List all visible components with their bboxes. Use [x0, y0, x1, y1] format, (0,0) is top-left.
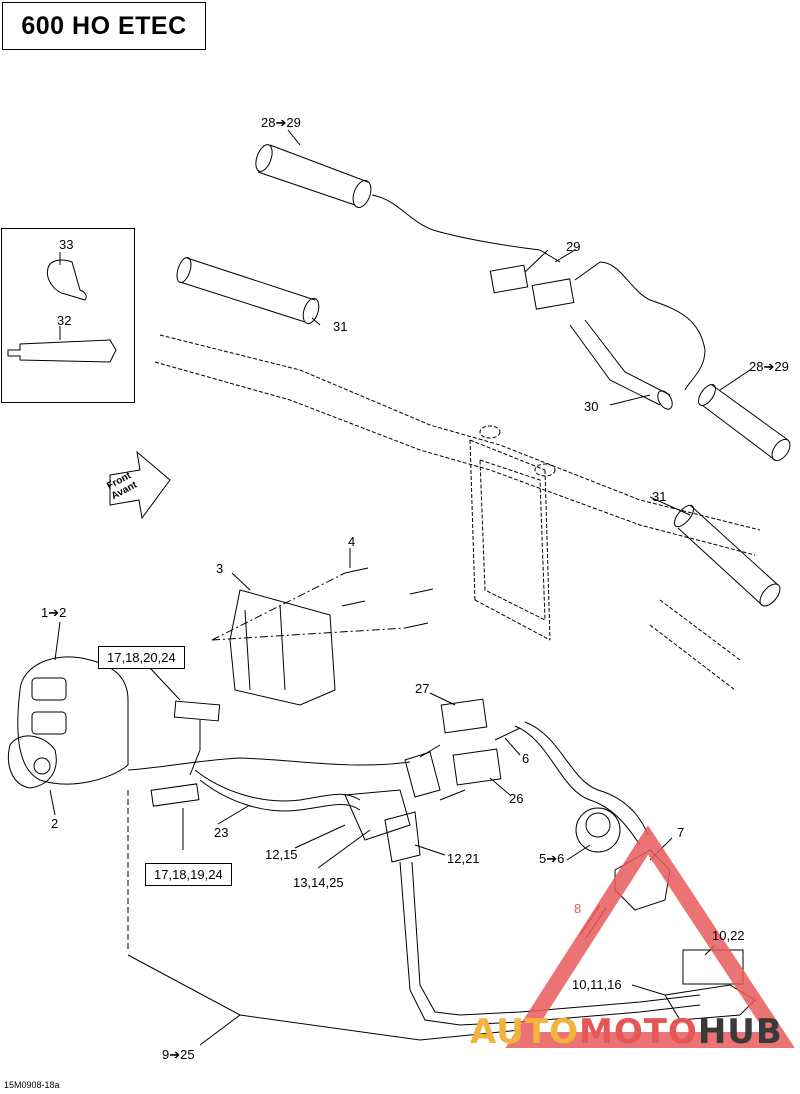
throttle-switch-1-2 — [7, 656, 129, 789]
wire-connectors — [150, 700, 221, 807]
watermark-logo: AUTOMOTOHUB — [470, 1012, 783, 1052]
callout-33: 33 — [59, 237, 74, 252]
callout-27: 27 — [415, 681, 430, 696]
grip-31-top — [176, 256, 320, 325]
callout-32: 32 — [57, 313, 72, 328]
callout-31-top: 31 — [333, 319, 348, 334]
connector-27 — [419, 698, 488, 758]
drawing-code: 15M0908-18a — [4, 1080, 60, 1090]
main-harness — [399, 721, 701, 1026]
watermark-auto: AUTO — [470, 1012, 579, 1052]
callout-10-22: 10,22 — [712, 928, 745, 943]
callout-17-18-20-24: 17,18,20,24 — [98, 646, 185, 669]
handlebar — [154, 334, 761, 641]
watermark-triangle — [505, 825, 795, 1048]
accessory-inset-box — [1, 228, 135, 403]
switch-5-6 — [575, 807, 621, 853]
wiring-harness-23 — [127, 757, 521, 1041]
watermark-hub: HUB — [697, 1012, 783, 1052]
callout-28-29-right: 28➔29 — [749, 359, 789, 374]
connector-29 — [489, 249, 706, 391]
inset-parts — [7, 259, 117, 363]
callout-5-6: 5➔6 — [539, 851, 565, 866]
callout-30: 30 — [584, 399, 599, 414]
connector-cluster — [344, 751, 441, 863]
model-title: 600 HO ETEC — [2, 2, 206, 50]
callout-8: 8 — [574, 901, 582, 916]
callout-3: 3 — [216, 561, 224, 576]
heated-grip-right — [698, 384, 791, 462]
heated-grip-top — [255, 144, 541, 251]
callout-31-right: 31 — [652, 489, 667, 504]
callout-2: 2 — [51, 816, 59, 831]
front-arrow-shape — [109, 450, 171, 520]
callout-7: 7 — [677, 825, 685, 840]
callout-23: 23 — [214, 825, 229, 840]
callout-28-29-top: 28➔29 — [261, 115, 301, 130]
callout-29: 29 — [566, 239, 581, 254]
callout-26: 26 — [509, 791, 524, 806]
callout-4: 4 — [348, 534, 356, 549]
callout-13-14-25: 13,14,25 — [293, 875, 344, 890]
callout-6: 6 — [522, 751, 530, 766]
callout-10-11-16: 10,11,16 — [572, 977, 622, 992]
watermark-moto: MOTO — [578, 1012, 698, 1052]
grip-31-right — [649, 504, 781, 691]
callout-9-25: 9➔25 — [162, 1047, 195, 1062]
callout-12-21: 12,21 — [447, 851, 480, 866]
callout-17-18-19-24: 17,18,19,24 — [145, 863, 232, 886]
callout-12-15: 12,15 — [265, 847, 298, 862]
callout-1-2: 1➔2 — [41, 605, 67, 620]
switch-housing-3 — [229, 589, 336, 706]
leader-lines — [49, 129, 751, 1046]
hand-grip-30 — [569, 319, 673, 410]
connector-26 — [439, 727, 521, 801]
screws-4 — [211, 567, 434, 641]
